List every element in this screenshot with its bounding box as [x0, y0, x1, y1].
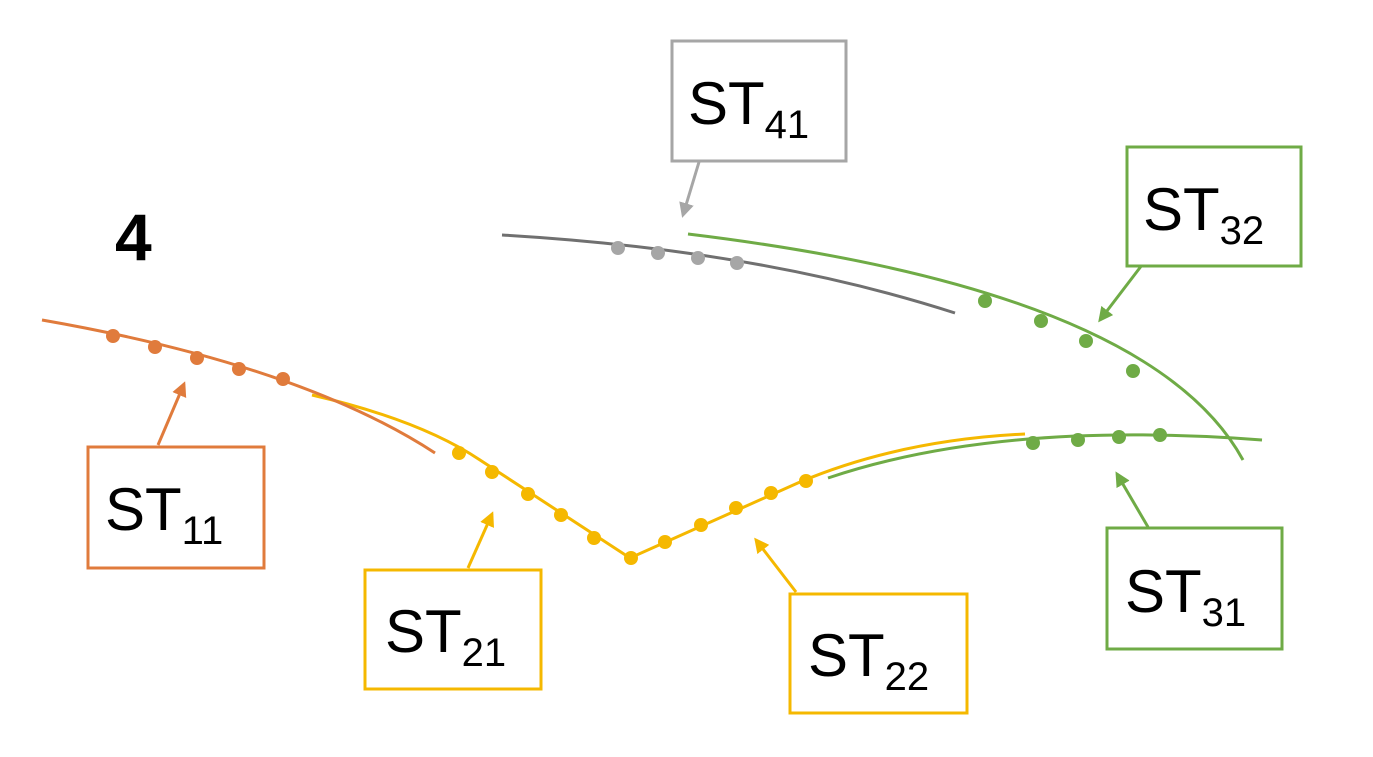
label-base: ST [688, 70, 765, 137]
arrow-st21 [466, 511, 494, 569]
dot [1153, 428, 1167, 442]
dot [452, 446, 466, 460]
dots-st21 [452, 446, 601, 545]
curve-st32 [687, 232, 1245, 461]
dot [232, 362, 246, 376]
label-base: ST [1125, 558, 1202, 625]
dot [658, 535, 672, 549]
dot [106, 329, 120, 343]
label-subscript: 11 [182, 509, 224, 553]
dot [276, 372, 290, 386]
label-base: ST [1143, 176, 1220, 243]
dot [730, 256, 744, 270]
dot [1026, 436, 1040, 450]
dot [521, 487, 535, 501]
panel-number: 4 [115, 200, 152, 274]
svg-text:ST22: ST22 [808, 622, 929, 699]
label-subscript: 41 [765, 103, 810, 147]
label-box [363, 568, 543, 691]
svg-text:ST21: ST21 [385, 598, 506, 675]
dot [764, 486, 778, 500]
dot [1079, 334, 1093, 348]
curve-st21 [311, 393, 631, 560]
dot [148, 340, 162, 354]
svg-text:ST41: ST41 [688, 70, 809, 147]
label-arrows [156, 161, 1150, 593]
label-base: ST [105, 476, 182, 543]
dots-st11 [106, 329, 290, 386]
label-box [788, 592, 969, 715]
arrow-st41 [679, 161, 701, 218]
arrow-st11 [156, 381, 187, 446]
dot [694, 518, 708, 532]
dot [1034, 314, 1048, 328]
label-st41: ST41 [670, 39, 848, 163]
dot [624, 551, 638, 565]
dots-st22 [624, 474, 813, 565]
arrow-st32 [1098, 264, 1144, 323]
label-subscript: 32 [1220, 209, 1265, 253]
label-box [1105, 526, 1284, 651]
label-st32: ST32 [1125, 145, 1303, 268]
label-st22: ST22 [788, 592, 969, 715]
svg-text:ST11: ST11 [105, 476, 223, 553]
arrow-st31 [1115, 471, 1150, 528]
curve-st11 [41, 318, 436, 455]
dot [611, 241, 625, 255]
dot [978, 294, 992, 308]
dot [691, 251, 705, 265]
arrow-st22 [754, 537, 798, 593]
label-st21: ST21 [363, 568, 543, 691]
dot [1071, 433, 1085, 447]
dot [651, 246, 665, 260]
dot [554, 508, 568, 522]
label-box [670, 39, 848, 163]
label-box [1125, 145, 1303, 268]
curve-st22 [629, 432, 1026, 560]
label-st31: ST31 [1105, 526, 1284, 651]
label-subscript: 22 [885, 655, 930, 699]
label-base: ST [385, 598, 462, 665]
svg-text:ST32: ST32 [1143, 176, 1264, 253]
label-subscript: 21 [462, 631, 507, 675]
dot [1112, 430, 1126, 444]
dot [729, 501, 743, 515]
dot [1126, 364, 1140, 378]
label-box [86, 445, 266, 570]
svg-text:ST31: ST31 [1125, 558, 1246, 635]
dots-st31 [1026, 428, 1167, 450]
dot [799, 474, 813, 488]
label-st11: ST11 [86, 445, 266, 570]
curve-st31 [827, 433, 1263, 480]
label-subscript: 31 [1202, 591, 1247, 635]
label-base: ST [808, 622, 885, 689]
curve-st41 [501, 233, 956, 315]
dot [587, 531, 601, 545]
dot [190, 351, 204, 365]
dots-st41 [611, 241, 744, 270]
dot [485, 465, 499, 479]
dots-st32 [978, 294, 1140, 378]
